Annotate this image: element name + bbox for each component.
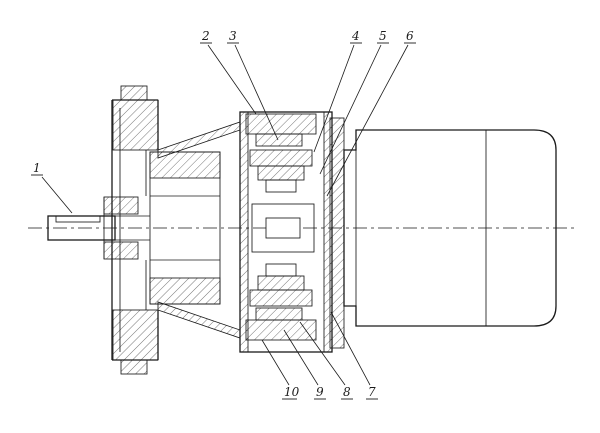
callout-10: 10 — [261, 339, 300, 400]
callout-8: 8 — [299, 321, 353, 400]
gearbox-section — [239, 111, 333, 353]
callout-6: 6 — [326, 29, 416, 197]
callout-9: 9 — [283, 329, 326, 400]
callout-3: 3 — [227, 29, 279, 141]
callouts: 1 2 3 4 5 6 7 — [31, 29, 416, 400]
callout-8-label: 8 — [343, 385, 351, 399]
callout-10-label: 10 — [284, 385, 300, 399]
output-shaft — [47, 215, 150, 241]
callout-3-label: 3 — [229, 29, 237, 43]
callout-6-label: 6 — [406, 29, 414, 43]
callout-2-label: 2 — [201, 29, 210, 43]
flange-housing — [103, 85, 241, 375]
callout-5: 5 — [319, 29, 389, 175]
callout-2: 2 — [200, 29, 257, 115]
callout-9-label: 9 — [316, 385, 324, 399]
callout-1: 1 — [31, 161, 73, 214]
motor-body — [329, 117, 557, 349]
callout-4-label: 4 — [351, 29, 360, 43]
callout-1-label: 1 — [33, 161, 41, 175]
callout-4: 4 — [313, 29, 362, 153]
callout-7: 7 — [330, 311, 378, 400]
callout-5-label: 5 — [379, 29, 387, 43]
callout-7-label: 7 — [368, 385, 376, 399]
